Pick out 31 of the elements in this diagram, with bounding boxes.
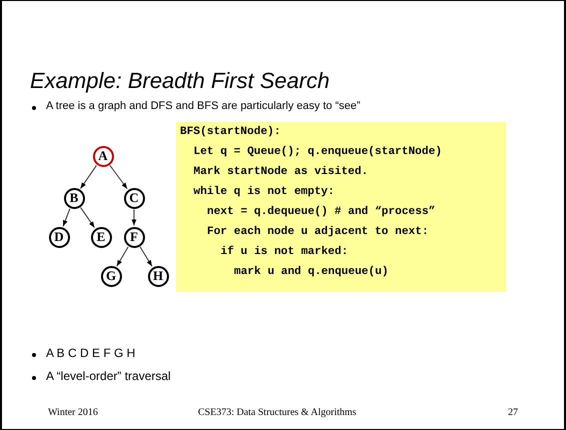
- code-line: next = q.dequeue() # and “process”: [207, 206, 436, 218]
- arrow: [62, 208, 70, 227]
- slide-title: Example: Breadth First Search: [30, 68, 330, 94]
- code-line: Mark startNode as visited.: [194, 166, 368, 178]
- arrow: [132, 209, 136, 226]
- arrow: [116, 246, 129, 267]
- tree-node: E: [90, 226, 112, 248]
- code-line: mark u and q.enqueue(u): [234, 266, 388, 278]
- tree-node: C: [124, 188, 144, 208]
- arrow: [140, 246, 152, 267]
- code-line: if u is not marked:: [220, 246, 348, 258]
- bullet-text: A B C D E F G H: [46, 346, 136, 360]
- footer-text: Winter 2016: [48, 407, 98, 418]
- footer-text: CSE373: Data Structures & Algorithms: [198, 407, 356, 418]
- footer-text: 27: [508, 407, 518, 418]
- tree-node: A: [92, 146, 114, 166]
- tree-node: B: [64, 188, 84, 208]
- code-box: [176, 122, 506, 292]
- code-line: while q is not empty:: [194, 186, 334, 198]
- tree-node: H: [148, 266, 168, 286]
- tree-node: F: [124, 226, 144, 248]
- tree-node: G: [100, 266, 122, 286]
- arrow: [80, 206, 95, 228]
- bullet-text: A “level-order” traversal: [46, 369, 171, 383]
- arrow: [109, 164, 128, 190]
- code-line: BFS(startNode):: [180, 126, 281, 138]
- code-line: Let q = Queue(); q.enqueue(startNode): [194, 146, 442, 158]
- code-line: For each node u adjacent to next:: [207, 226, 429, 238]
- bullet-text: A tree is a graph and DFS and BFS are particularly easy to “see”: [46, 100, 360, 112]
- tree-node: D: [48, 226, 70, 248]
- arrow: [80, 164, 97, 190]
